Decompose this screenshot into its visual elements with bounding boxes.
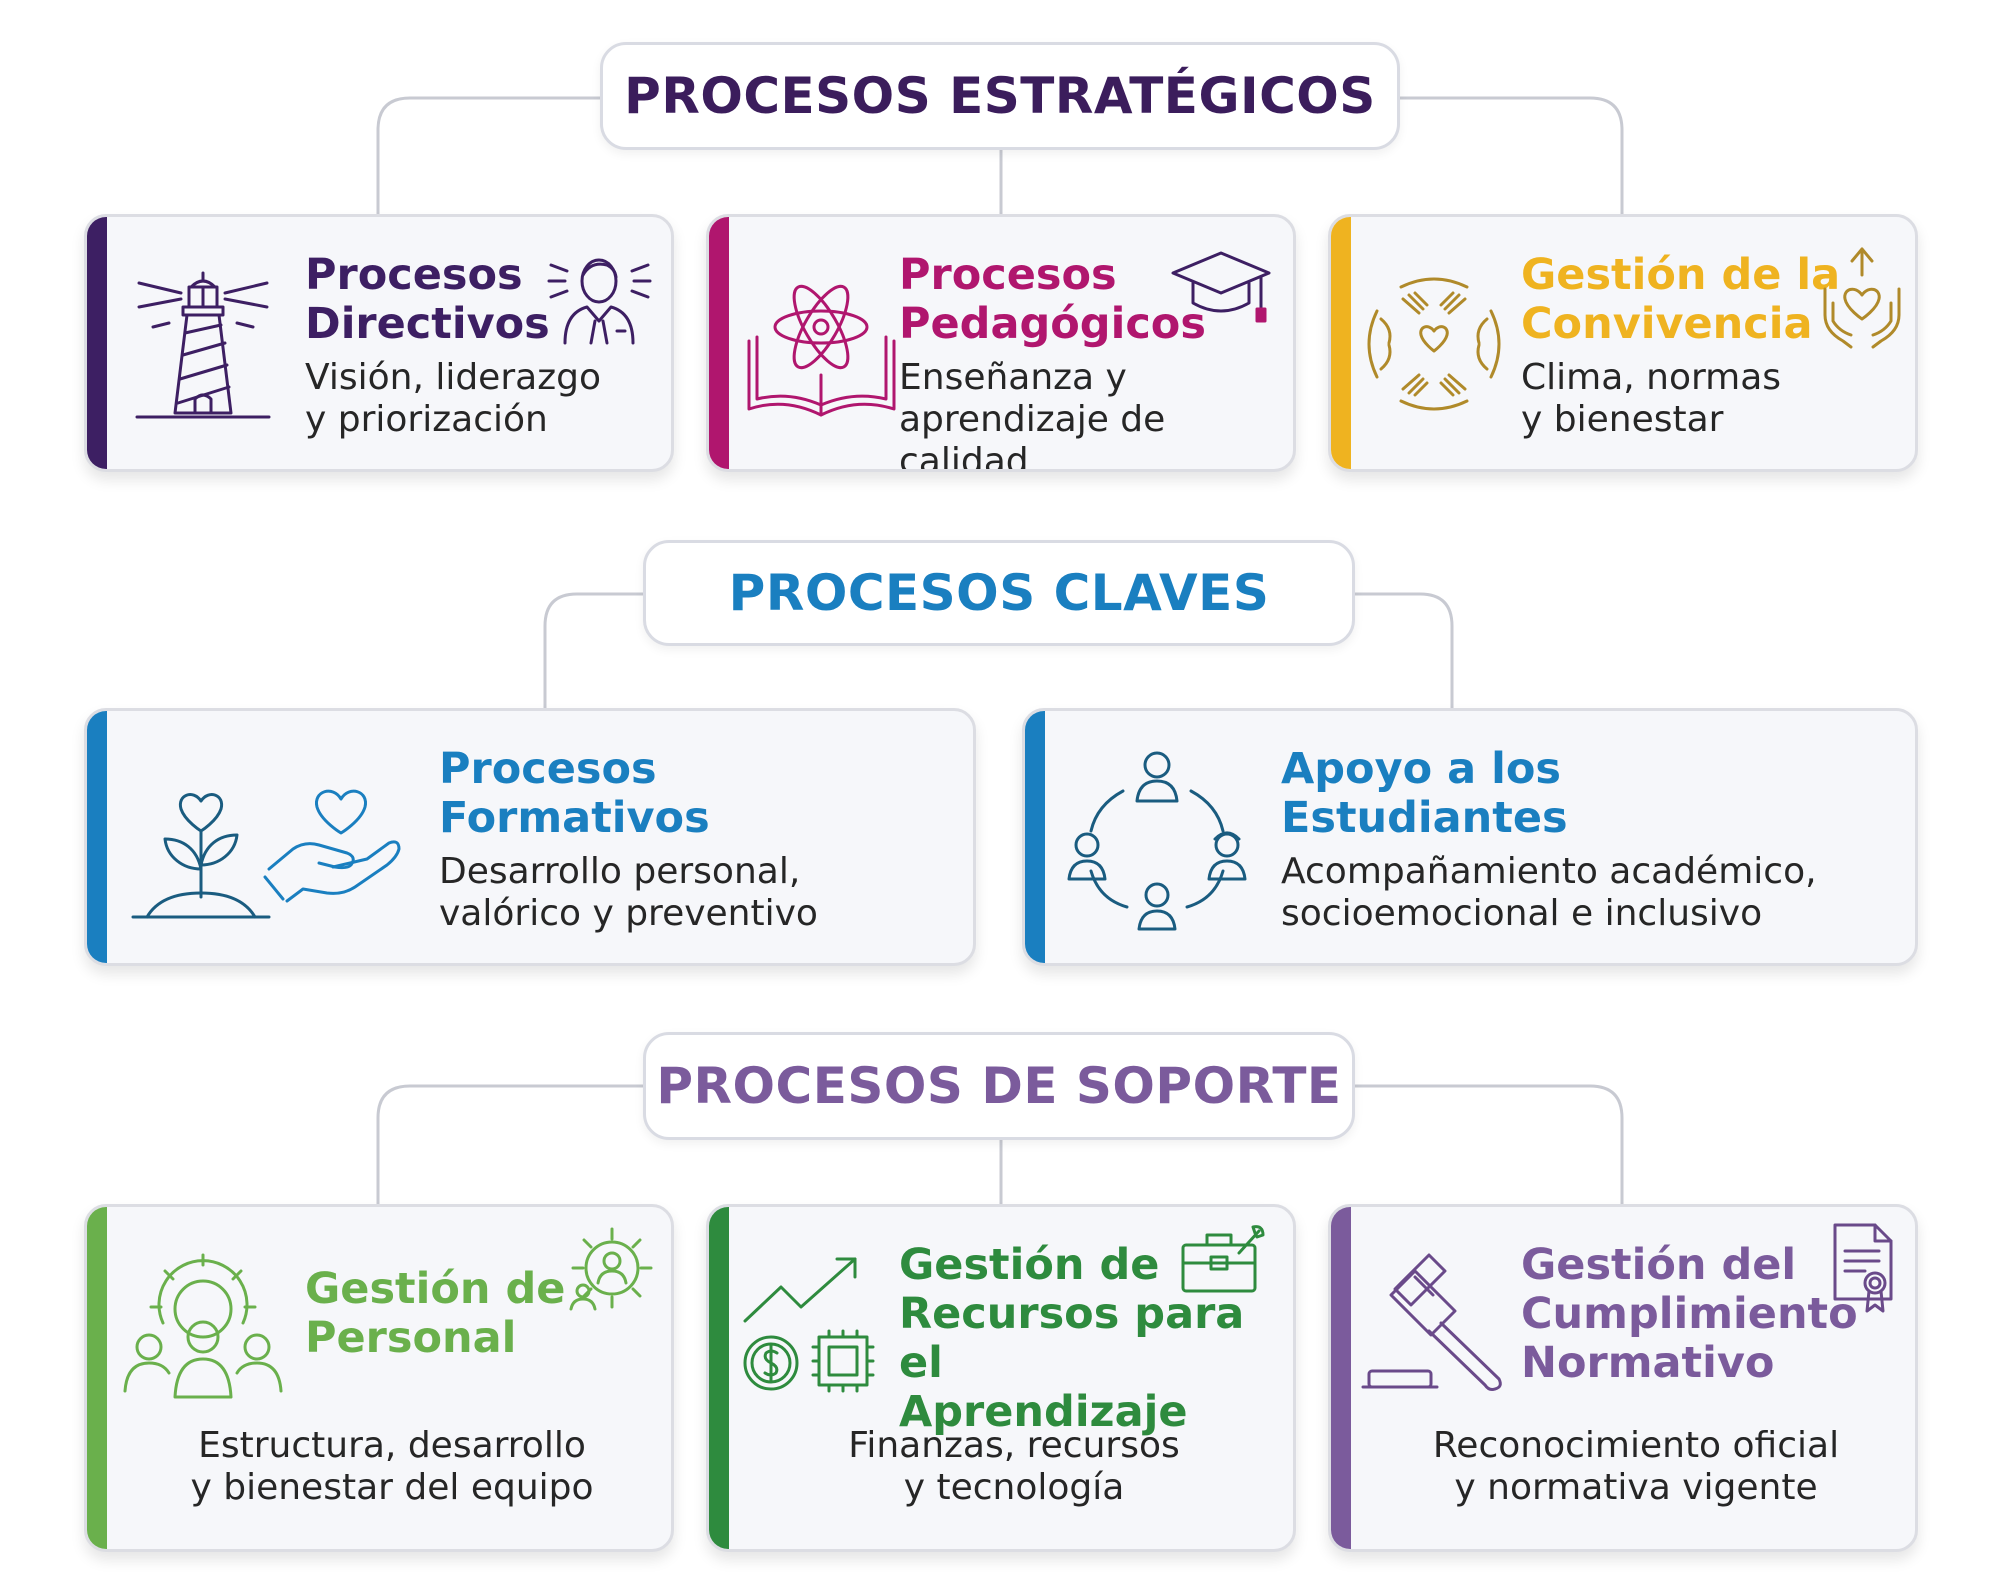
heart-plant-icon	[131, 771, 271, 923]
card-procesos-pedagogicos: Procesos Pedagógicos Enseñanza y aprendi…	[706, 214, 1296, 472]
heart-hands-icon	[1819, 245, 1905, 351]
card-procesos-formativos: Procesos Formativos Desarrollo personal,…	[84, 708, 976, 966]
card-accent	[1331, 1207, 1351, 1549]
heart-in-hand-icon	[263, 773, 403, 903]
card-accent	[1331, 217, 1351, 469]
card-gestion-convivencia: Gestión de la Convivencia Clima, normas …	[1328, 214, 1918, 472]
leader-icon	[547, 247, 652, 347]
card-gestion-cumplimiento: Gestión del Cumplimiento Normativo Recon…	[1328, 1204, 1918, 1552]
card-accent	[1025, 711, 1045, 963]
user-gear-icon	[569, 1225, 655, 1311]
card-accent	[709, 217, 729, 469]
support-header: PROCESOS DE SOPORTE	[643, 1032, 1355, 1140]
key-header: PROCESOS CLAVES	[643, 540, 1355, 646]
card-title: Procesos Formativos	[439, 744, 710, 843]
card-title: Gestión del Cumplimiento Normativo	[1521, 1240, 1858, 1388]
gavel-icon	[1361, 1253, 1507, 1393]
card-accent	[709, 1207, 729, 1549]
team-gear-icon	[123, 1251, 283, 1401]
card-title: Gestión de Personal	[305, 1264, 566, 1363]
atom-book-icon	[739, 271, 904, 421]
card-description: Enseñanza y aprendizaje de calidad	[899, 357, 1166, 472]
hands-circle-icon	[1359, 269, 1509, 419]
card-description: Acompañamiento académico, socioemocional…	[1281, 851, 1817, 934]
card-description: Visión, liderazgo y priorización	[305, 357, 601, 440]
card-description: Desarrollo personal, valórico y preventi…	[439, 851, 818, 934]
card-title: Apoyo a los Estudiantes	[1281, 744, 1568, 843]
card-description: Finanzas, recursos y tecnología	[848, 1425, 1180, 1508]
strategic-header: PROCESOS ESTRATÉGICOS	[600, 42, 1400, 150]
card-accent	[87, 217, 107, 469]
card-accent	[87, 1207, 107, 1549]
card-apoyo-estudiantes: Apoyo a los Estudiantes Acompañamiento a…	[1022, 708, 1918, 966]
card-gestion-personal: Gestión de Personal Estructura, desarrol…	[84, 1204, 674, 1552]
card-procesos-directivos: Procesos Directivos Visión, liderazgo y …	[84, 214, 674, 472]
certificate-icon	[1831, 1221, 1895, 1315]
people-circle-icon	[1067, 743, 1247, 931]
graduation-cap-icon	[1169, 247, 1274, 327]
lighthouse-icon	[133, 267, 273, 427]
card-title: Gestión de la Convivencia	[1521, 250, 1841, 349]
card-title: Procesos Directivos	[305, 250, 550, 349]
card-gestion-recursos: Gestión de Recursos para el Aprendizaje …	[706, 1204, 1296, 1552]
card-description: Reconocimiento oficial y normativa vigen…	[1432, 1425, 1840, 1508]
growth-chip-icon	[741, 1251, 891, 1401]
toolbox-icon	[1179, 1223, 1267, 1295]
card-description: Clima, normas y bienestar	[1521, 357, 1782, 440]
card-title: Gestión de Recursos para el Aprendizaje	[899, 1240, 1245, 1437]
card-title: Procesos Pedagógicos	[899, 250, 1206, 349]
card-accent	[87, 711, 107, 963]
card-description: Estructura, desarrollo y bienestar del e…	[190, 1425, 594, 1508]
